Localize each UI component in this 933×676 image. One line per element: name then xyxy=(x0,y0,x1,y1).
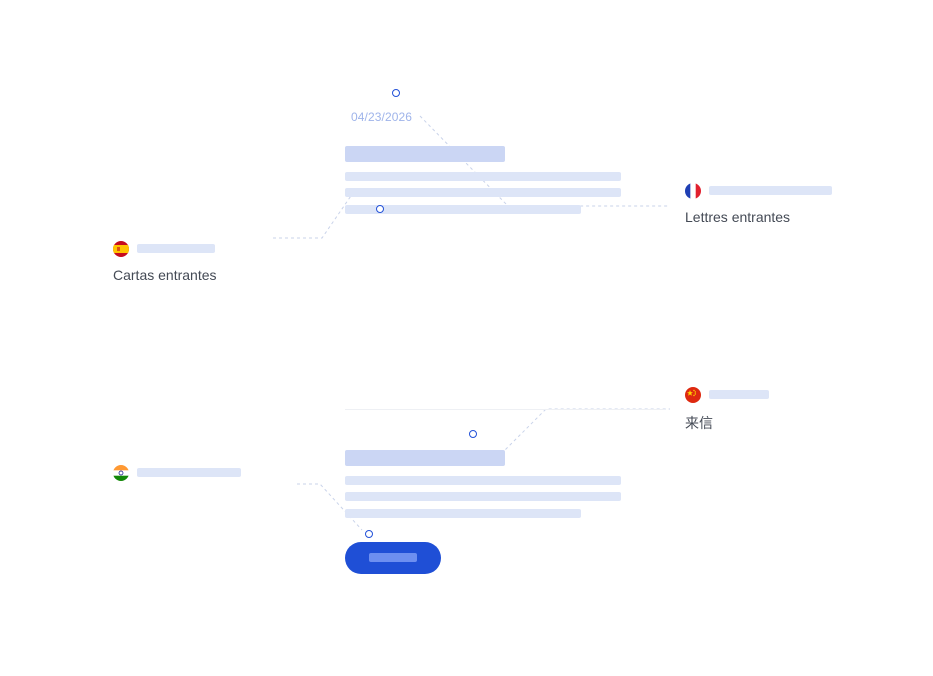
anchor-dot-bottom xyxy=(469,430,477,438)
connector-hindi xyxy=(297,483,363,531)
card-top-line-1 xyxy=(345,172,621,181)
china-flag-icon xyxy=(685,387,701,403)
card-top-title-placeholder xyxy=(345,146,505,162)
card-bottom-title-placeholder xyxy=(345,450,505,466)
spain-flag-icon xyxy=(113,241,129,257)
spanish-name-placeholder xyxy=(137,244,215,253)
hindi-name-placeholder xyxy=(137,468,241,477)
connector-spanish xyxy=(273,189,356,239)
connector-chinese xyxy=(496,408,670,459)
french-name-placeholder xyxy=(709,186,832,195)
card-date: 04/23/2026 xyxy=(351,110,413,124)
card-top-line-2 xyxy=(345,188,621,197)
card-bottom-line-2 xyxy=(345,492,621,501)
card-bottom-line-1 xyxy=(345,476,621,485)
french-caption: Lettres entrantes xyxy=(685,209,791,225)
france-flag-icon xyxy=(685,183,701,199)
anchor-dot-top xyxy=(392,89,400,97)
card-bottom-action-button[interactable] xyxy=(345,542,441,574)
spanish-caption: Cartas entrantes xyxy=(113,267,217,283)
card-top-line-3 xyxy=(345,205,581,214)
anchor-dot-top-body xyxy=(376,205,384,213)
card-bottom-line-3 xyxy=(345,509,581,518)
chinese-name-placeholder xyxy=(709,390,769,399)
anchor-dot-bottom-body xyxy=(365,530,373,538)
action-button-label-placeholder xyxy=(369,553,417,562)
chinese-caption: 来信 xyxy=(685,415,713,431)
india-flag-icon xyxy=(113,465,129,481)
card-bottom-divider xyxy=(345,409,665,410)
